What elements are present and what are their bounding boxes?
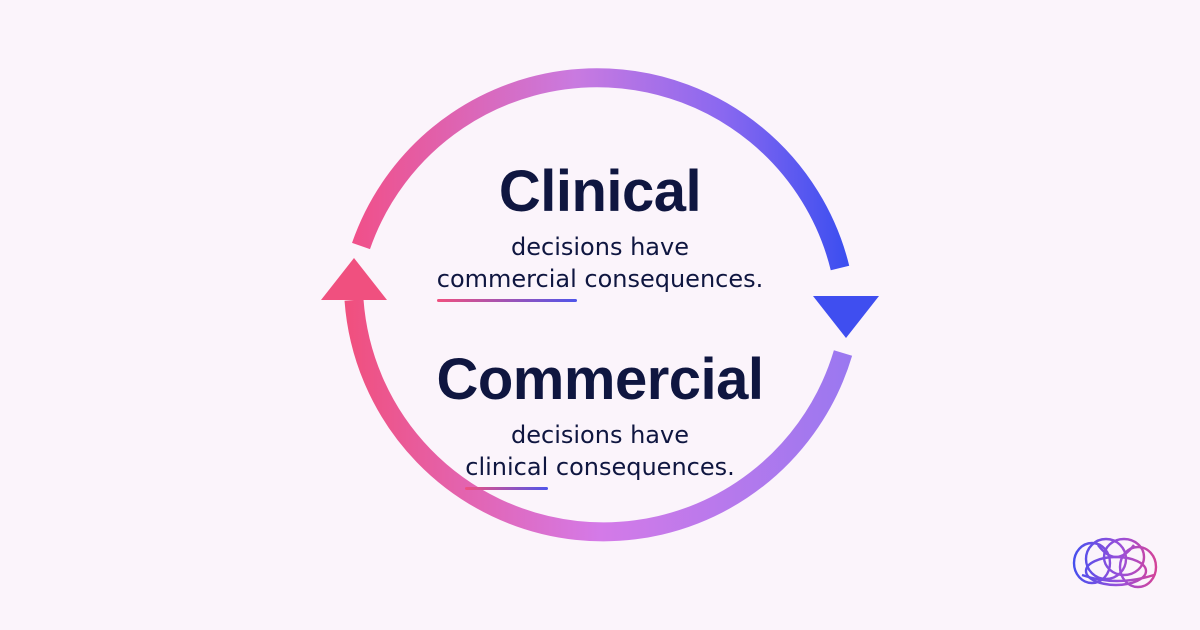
clinical-highlight-text: clinical	[465, 453, 549, 482]
clinical-line1: decisions have	[511, 233, 689, 261]
upper-arc	[352, 68, 850, 271]
highlight-underline	[465, 486, 549, 490]
clinical-line2-rest: consequences.	[584, 265, 764, 294]
commercial-statement: Commercial decisions have clinical conse…	[0, 347, 1200, 490]
clinical-line2: commercial consequences.	[0, 263, 1200, 302]
commercial-line2: clinical consequences.	[0, 451, 1200, 490]
brain-logo-icon	[1072, 537, 1158, 589]
clinical-heading: Clinical	[498, 159, 702, 224]
up-arrowhead	[321, 258, 387, 300]
commercial-heading: Commercial	[436, 347, 764, 412]
clinical-statement: Clinical decisions have commercial conse…	[0, 159, 1200, 302]
lower-arc	[344, 299, 853, 542]
commercial-highlight-text: commercial	[436, 265, 577, 294]
clinical-highlight: clinical	[465, 451, 549, 490]
highlight-underline	[436, 298, 577, 302]
down-arrowhead	[813, 296, 879, 338]
commercial-line1: decisions have	[511, 421, 689, 449]
commercial-line2-rest: consequences.	[555, 453, 735, 482]
commercial-highlight: commercial	[436, 263, 577, 302]
